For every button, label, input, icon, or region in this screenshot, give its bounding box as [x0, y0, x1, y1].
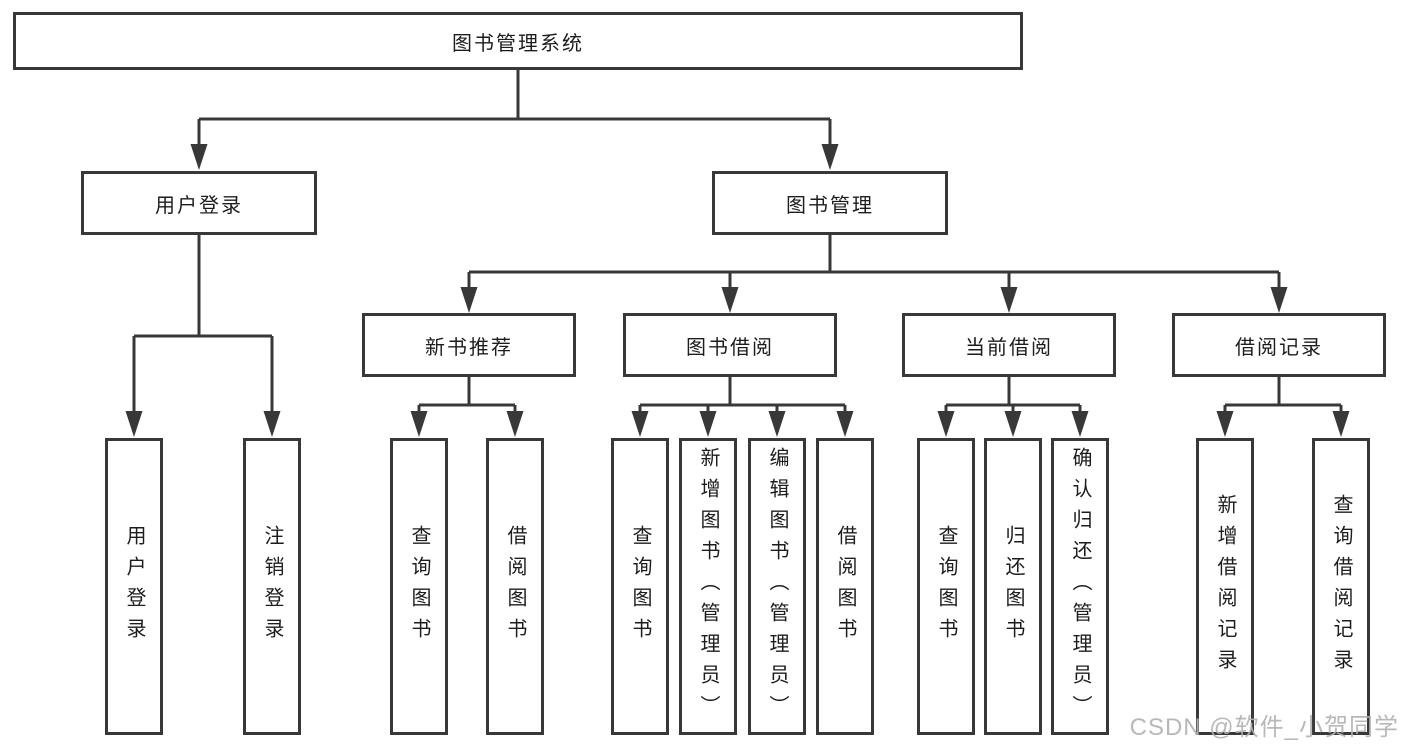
leaf-edit-books-admin: 编辑图书（管理员） [748, 438, 806, 735]
node-label: 借阅记录 [1235, 336, 1323, 359]
node-label: 查询图书 [629, 524, 651, 649]
node-label: 归还图书 [1002, 524, 1024, 649]
node-user-login: 用户登录 [81, 171, 317, 235]
node-borrow-records: 借阅记录 [1172, 313, 1386, 377]
node-label: 新书推荐 [425, 336, 513, 359]
leaf-logout-login: 注销登录 [243, 438, 301, 735]
leaf-add-borrow-record: 新增借阅记录 [1196, 438, 1254, 735]
node-label: 当前借阅 [965, 336, 1053, 359]
node-label: 借阅图书 [504, 524, 526, 649]
leaf-query-books-recommend: 查询图书 [390, 438, 448, 735]
csdn-watermark: CSDN @软件_小贺同学 [1129, 714, 1399, 741]
node-book-management: 图书管理 [712, 171, 948, 235]
leaf-return-books: 归还图书 [984, 438, 1042, 735]
node-label: 注销登录 [261, 524, 283, 649]
leaf-borrow-books: 借阅图书 [816, 438, 874, 735]
leaf-query-borrow-record: 查询借阅记录 [1312, 438, 1370, 735]
node-label: 用户登录 [155, 194, 243, 217]
node-label: 图书借阅 [686, 336, 774, 359]
node-label: 编辑图书（管理员） [766, 447, 788, 726]
node-book-borrow: 图书借阅 [623, 313, 837, 377]
arrowheads [125, 144, 1350, 437]
node-new-book-recommend: 新书推荐 [362, 313, 576, 377]
node-label: 图书管理系统 [452, 32, 584, 55]
leaf-add-books-admin: 新增图书（管理员） [679, 438, 737, 735]
node-label: 查询借阅记录 [1330, 493, 1352, 680]
node-label: 图书管理 [786, 194, 874, 217]
leaf-borrow-books-recommend: 借阅图书 [486, 438, 544, 735]
node-label: 用户登录 [123, 524, 145, 649]
node-label: 新增图书（管理员） [697, 447, 719, 726]
node-label: 查询图书 [408, 524, 430, 649]
leaf-query-books-current: 查询图书 [917, 438, 975, 735]
node-label: 确认归还（管理员） [1069, 447, 1091, 726]
leaf-confirm-return-admin: 确认归还（管理员） [1051, 438, 1109, 735]
leaf-user-login: 用户登录 [105, 438, 163, 735]
node-label: 新增借阅记录 [1214, 493, 1236, 680]
node-current-borrow: 当前借阅 [902, 313, 1116, 377]
leaf-query-books-borrow: 查询图书 [611, 438, 669, 735]
node-label: 借阅图书 [834, 524, 856, 649]
node-label: 查询图书 [935, 524, 957, 649]
node-library-management-system: 图书管理系统 [13, 12, 1023, 70]
